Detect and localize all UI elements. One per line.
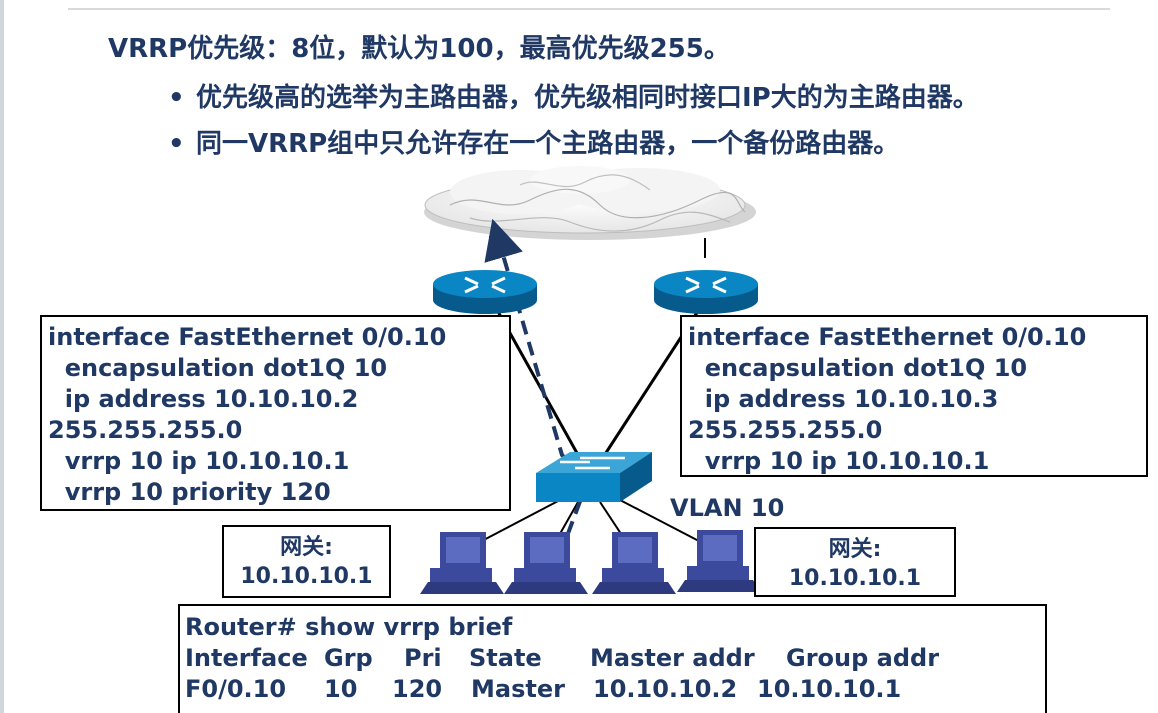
command-prompt: Router# show vrrp brief (185, 613, 513, 641)
gateway-label: 网关: (828, 537, 882, 562)
router-icon (654, 270, 758, 314)
vrrp-command-output: Router# show vrrp brief Interface Grp Pr… (178, 604, 1047, 713)
config-line: encapsulation dot1Q 10 (48, 354, 388, 382)
right-router-config: interface FastEthernet 0/0.10 encapsulat… (680, 315, 1148, 477)
config-line: interface FastEthernet 0/0.10 (688, 323, 1087, 351)
cloud-icon (424, 166, 756, 240)
bullet-2-text: 同一VRRP组中只允许存在一个主路由器，一个备份路由器。 (196, 129, 900, 159)
col-interface: Interface (185, 644, 308, 672)
gateway-ip: 10.10.10.1 (788, 566, 922, 591)
cell-state: Master (471, 675, 565, 703)
config-line: ip address 10.10.10.2 (48, 385, 359, 413)
col-master-addr: Master addr (590, 644, 755, 672)
config-line: 255.255.255.0 (688, 416, 883, 444)
table-row: F0/0.10 10 120 Master 10.10.10.2 10.10.1… (185, 674, 1045, 705)
config-line: vrrp 10 ip 10.10.10.1 (688, 447, 990, 475)
switch-icon (536, 452, 652, 502)
left-edge (0, 0, 4, 713)
config-line: vrrp 10 ip 10.10.10.1 (48, 447, 350, 475)
bullet-1-text: 优先级高的选举为主路由器，优先级相同时接口IP大的为主路由器。 (196, 83, 979, 113)
gateway-left-box: 网关: 10.10.10.1 (222, 525, 391, 598)
top-rule (68, 8, 1110, 10)
config-line: encapsulation dot1Q 10 (688, 354, 1028, 382)
slide-heading: VRRP优先级：8位，默认为100，最高优先级255。 (108, 34, 730, 64)
left-router-config: interface FastEthernet 0/0.10 encapsulat… (40, 315, 511, 511)
bullet-dot: • (168, 129, 185, 159)
cell-pri: 120 (392, 675, 443, 703)
gateway-right-box: 网关: 10.10.10.1 (754, 527, 956, 597)
col-grp: Grp (324, 644, 373, 672)
pc-icon (592, 532, 676, 594)
config-line: interface FastEthernet 0/0.10 (48, 323, 447, 351)
bullet-dot: • (168, 83, 185, 113)
cell-grp: 10 (324, 675, 358, 703)
config-line: vrrp 10 priority 120 (48, 478, 331, 506)
cell-master-addr: 10.10.10.2 (593, 675, 738, 703)
gateway-ip: 10.10.10.1 (240, 564, 373, 589)
gateway-label: 网关: (280, 535, 333, 560)
vlan-label: VLAN 10 (670, 494, 785, 522)
cell-group-addr: 10.10.10.1 (757, 675, 902, 703)
bullet-1: • 优先级高的选举为主路由器，优先级相同时接口IP大的为主路由器。 (168, 77, 979, 114)
table-header-row: Interface Grp Pri State Master addr Grou… (185, 643, 1045, 674)
col-state: State (469, 644, 542, 672)
pc-icon (504, 532, 588, 594)
pc-icon (420, 532, 504, 594)
col-group-addr: Group addr (786, 644, 940, 672)
config-line: 255.255.255.0 (48, 416, 243, 444)
router-icon (433, 270, 537, 314)
pc-icon (677, 530, 761, 592)
config-line: ip address 10.10.10.3 (688, 385, 999, 413)
bullet-2: • 同一VRRP组中只允许存在一个主路由器，一个备份路由器。 (168, 123, 899, 160)
col-pri: Pri (404, 644, 442, 672)
cell-interface: F0/0.10 (185, 675, 287, 703)
